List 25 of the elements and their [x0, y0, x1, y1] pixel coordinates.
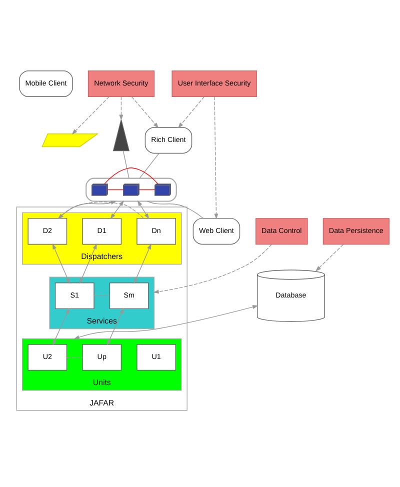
connector [139, 189, 156, 190]
arrow [134, 244, 152, 284]
connector [146, 200, 204, 219]
connector [94, 295, 110, 296]
arrow [153, 244, 272, 294]
arrow [214, 96, 218, 220]
arrow [178, 96, 205, 128]
connector [104, 168, 158, 184]
cluster [86, 178, 177, 202]
arrow [106, 308, 124, 346]
arrow [137, 200, 150, 220]
arrow [315, 244, 344, 272]
node-tower [112, 119, 130, 152]
arrow [74, 305, 258, 340]
arrow [52, 308, 70, 346]
arrow [79, 244, 97, 284]
connector [122, 150, 130, 179]
connector [107, 189, 124, 190]
arrow [131, 96, 159, 128]
connector [139, 153, 160, 179]
connector [66, 357, 83, 358]
arrow [52, 244, 70, 284]
arrow [72, 96, 110, 135]
arrow [119, 96, 124, 120]
node-lightning [42, 134, 99, 148]
